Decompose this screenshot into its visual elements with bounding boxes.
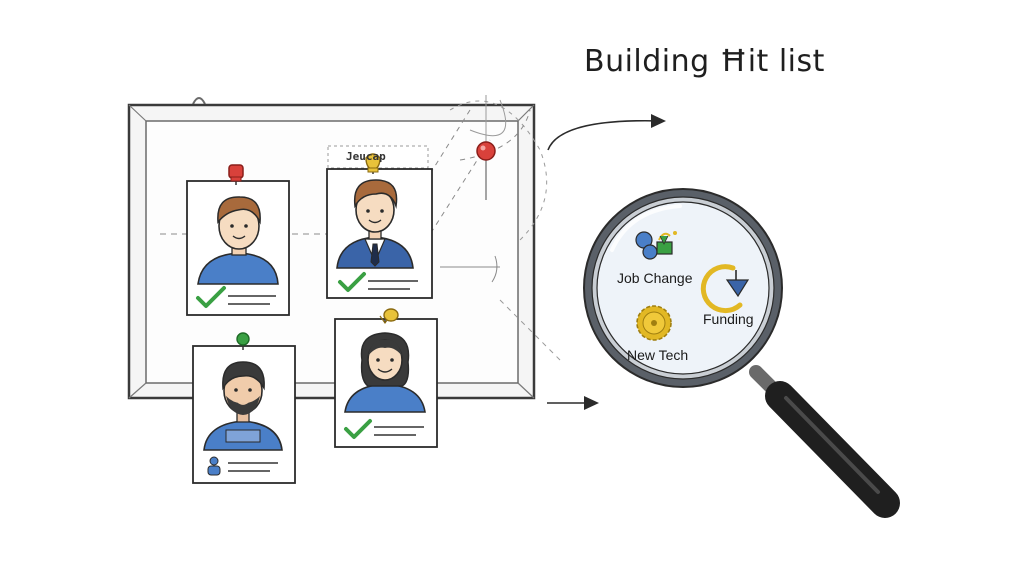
new-tech-label: New Tech	[627, 347, 689, 363]
job-change-icon	[635, 231, 677, 260]
job-change-label: Job Change	[617, 270, 693, 286]
person-avatar-icon	[203, 361, 283, 451]
check-mark-icon	[344, 419, 372, 439]
check-mark-icon	[338, 272, 366, 292]
check-mark-icon	[196, 286, 226, 308]
profile-card	[186, 164, 290, 316]
yellow-push-pin-icon	[379, 308, 399, 325]
download-arrow-icon	[700, 264, 750, 314]
person-avatar-icon	[197, 196, 279, 285]
profile-card	[192, 332, 296, 484]
gear-icon	[636, 305, 672, 341]
red-push-pin-icon	[476, 141, 496, 200]
board-hanger	[192, 97, 206, 105]
profile-card	[326, 153, 433, 299]
funding-label: Funding	[703, 311, 754, 327]
person-avatar-icon	[344, 332, 426, 413]
diagram-title: Building Ħit list	[584, 44, 825, 79]
arrow-icon	[547, 396, 599, 410]
profile-card	[334, 308, 438, 448]
magnifying-glass-icon	[583, 188, 900, 518]
arrow-icon	[547, 114, 666, 151]
person-avatar-icon	[336, 179, 414, 269]
red-push-pin-icon	[228, 164, 244, 185]
yellow-push-pin-icon	[365, 153, 381, 174]
magnifier-handle	[749, 365, 900, 518]
people-icon	[207, 456, 221, 476]
green-push-pin-icon	[236, 332, 250, 350]
board-note-text: Jeucap	[346, 150, 386, 163]
